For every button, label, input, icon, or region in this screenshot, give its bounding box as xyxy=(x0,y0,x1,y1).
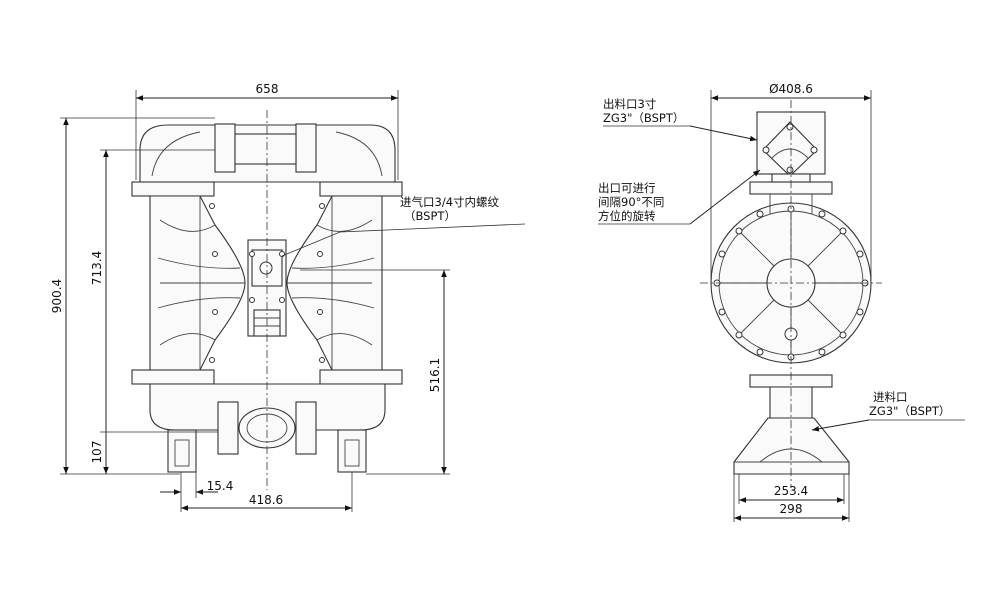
dim-foot-span: 418.6 xyxy=(249,493,283,507)
dim-overall-width: 658 xyxy=(256,82,279,96)
rotation-note-line3: 方位的旋转 xyxy=(598,209,656,223)
rotation-note-line2: 间隔90°不同 xyxy=(598,195,664,209)
inlet-note-line1: 进料口 xyxy=(873,390,908,404)
air-inlet-note-line1: 进气口3/4寸内螺纹 xyxy=(400,195,500,209)
side-view: Ø408.6 253.4 298 出料口3寸 ZG3"（BSPT） 出口可进行 … xyxy=(598,82,965,522)
dim-base-height: 107 xyxy=(90,441,104,464)
rotation-note-line1: 出口可进行 xyxy=(598,181,656,195)
dim-overall-height: 900.4 xyxy=(50,279,64,313)
dim-diameter: Ø408.6 xyxy=(769,82,813,96)
dim-inner-height: 713.4 xyxy=(90,251,104,285)
dim-base-outer: 298 xyxy=(780,502,803,516)
inlet-note-line2: ZG3"（BSPT） xyxy=(869,404,950,418)
air-inlet-note-line2: （BSPT） xyxy=(404,209,456,223)
dim-outlet-height: 516.1 xyxy=(428,358,442,392)
outlet-note-line2: ZG3"（BSPT） xyxy=(603,111,684,125)
outlet-note-line1: 出料口3寸 xyxy=(603,97,656,111)
dim-base-inner: 253.4 xyxy=(774,484,808,498)
front-view: 658 900.4 713.4 107 516.1 15.4 418.6 进气口… xyxy=(50,82,526,512)
dim-foot-offset: 15.4 xyxy=(207,479,234,493)
